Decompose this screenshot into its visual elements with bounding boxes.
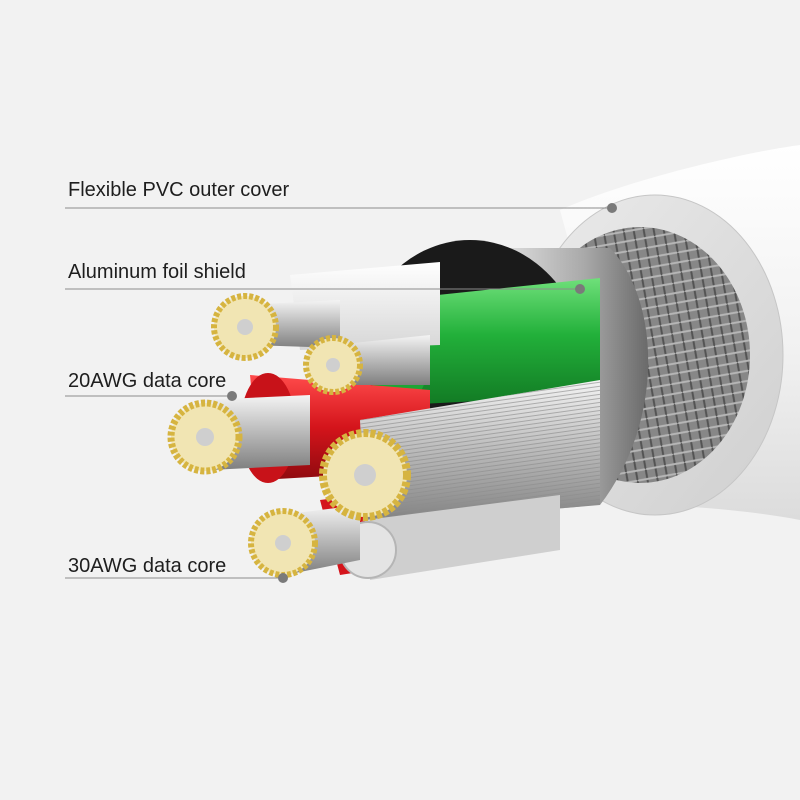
core-end-4-center [354, 464, 376, 486]
label-pvc-outer-cover: Flexible PVC outer cover [68, 179, 290, 201]
leader-dot-30awg [278, 573, 288, 583]
label-20awg-data-core: 20AWG data core [68, 370, 227, 392]
leader-dot-pvc [607, 203, 617, 213]
core-end-2-center [326, 358, 340, 372]
label-aluminum-foil-shield: Aluminum foil shield [68, 261, 246, 283]
label-30awg-data-core: 30AWG data core [68, 555, 227, 577]
core-end-5-center [275, 535, 291, 551]
leader-dots [227, 203, 617, 583]
silver-strand-texture [360, 380, 600, 525]
leader-dot-foil [575, 284, 585, 294]
gold-core-ends [167, 293, 411, 578]
green-wire-insulation [390, 278, 600, 405]
core-end-1-center [237, 319, 253, 335]
core-end-3-center [196, 428, 214, 446]
thin-silver-core [365, 495, 560, 580]
leader-dot-20awg [227, 391, 237, 401]
leader-lines [65, 207, 612, 579]
